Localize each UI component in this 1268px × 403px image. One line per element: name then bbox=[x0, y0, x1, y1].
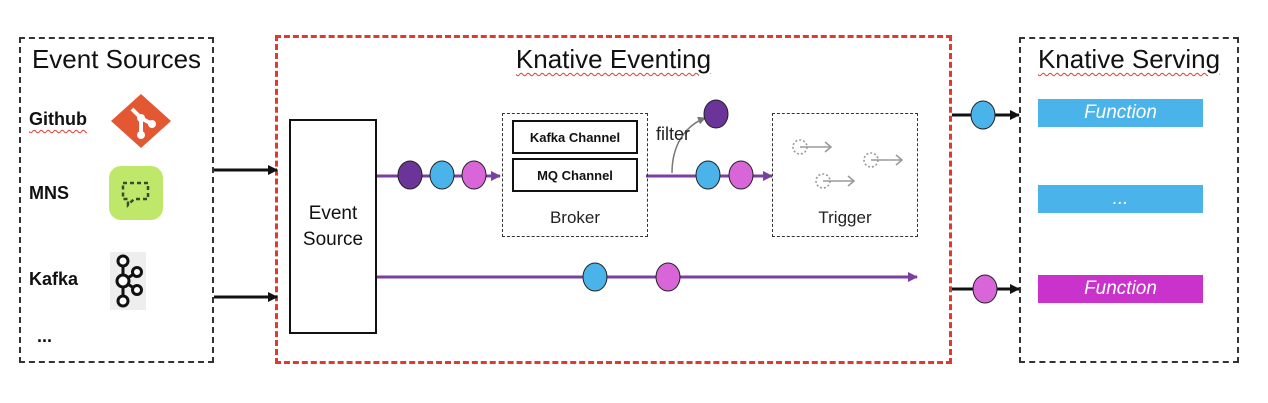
broker-box bbox=[502, 113, 648, 237]
event-pink bbox=[728, 160, 754, 190]
function-box-1: Function bbox=[1038, 99, 1203, 127]
mns-icon bbox=[108, 165, 164, 221]
kafka-icon bbox=[110, 252, 146, 310]
event-blue bbox=[429, 160, 455, 190]
source-label-mns: MNS bbox=[29, 183, 69, 203]
function-box-2: Function bbox=[1038, 275, 1203, 303]
event-blue bbox=[695, 160, 721, 190]
source-label-more: ... bbox=[37, 326, 53, 346]
event-source-line1: Event bbox=[308, 202, 358, 224]
knative-eventing-title: Knative Eventing bbox=[275, 44, 952, 75]
event-blue bbox=[582, 262, 608, 292]
event-pink bbox=[461, 160, 487, 190]
event-blue bbox=[970, 100, 996, 130]
knative-serving-title-text: Knative Serving bbox=[1037, 44, 1221, 74]
trigger-glyph bbox=[792, 139, 904, 189]
event-source-line2: Source bbox=[302, 228, 364, 250]
knative-eventing-title-text: Knative Eventing bbox=[515, 44, 712, 74]
kafka-channel: Kafka Channel bbox=[512, 120, 638, 154]
broker-label: Broker bbox=[549, 208, 601, 227]
source-label-github: Github bbox=[29, 109, 87, 129]
filter-label: filter bbox=[656, 124, 691, 144]
trigger-box bbox=[772, 113, 918, 237]
trigger-label: Trigger bbox=[818, 208, 872, 227]
event-pink bbox=[655, 262, 681, 292]
source-label-kafka: Kafka bbox=[29, 269, 79, 289]
git-icon bbox=[108, 91, 174, 151]
knative-serving-panel bbox=[1019, 37, 1239, 363]
event-dark-filtered bbox=[703, 99, 729, 129]
event-source-box: Event Source bbox=[289, 119, 377, 334]
filter-arrow bbox=[671, 116, 706, 174]
event-dark bbox=[397, 160, 423, 190]
event-pink bbox=[972, 274, 998, 304]
event-sources-panel bbox=[19, 37, 214, 363]
function-box-more: ... bbox=[1038, 185, 1203, 213]
knative-serving-title: Knative Serving bbox=[1019, 44, 1239, 75]
knative-eventing-panel bbox=[275, 35, 952, 364]
event-sources-title: Event Sources bbox=[31, 44, 202, 74]
mq-channel: MQ Channel bbox=[512, 158, 638, 192]
